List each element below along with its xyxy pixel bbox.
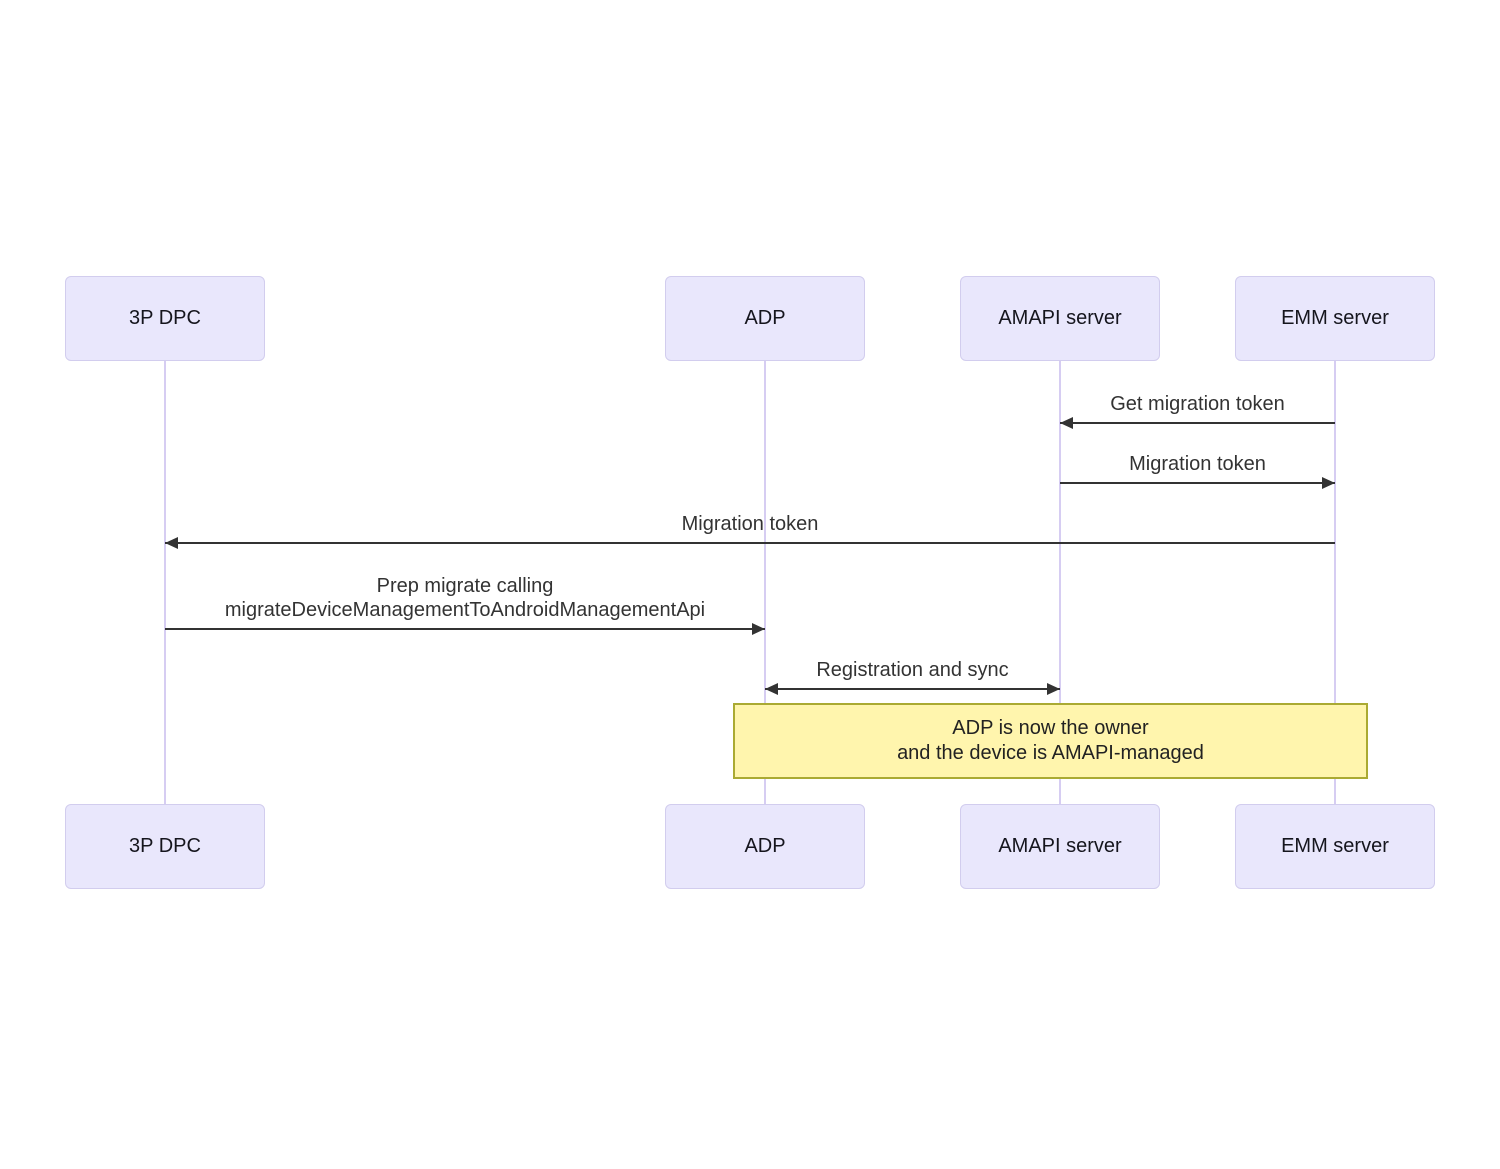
note-adp-owner: ADP is now the owner and the device is A…	[733, 703, 1368, 779]
message-prep-migrate-label: Prep migrate calling migrateDeviceManage…	[224, 575, 706, 621]
actor-label: 3P DPC	[129, 307, 201, 329]
lifeline-amapi-server	[1059, 361, 1061, 804]
actor-label: ADP	[744, 307, 786, 329]
actor-bottom-emm-server: EMM server	[1235, 804, 1435, 889]
lifeline-emm-server	[1334, 361, 1336, 804]
message-registration-sync-arrow	[765, 688, 1060, 690]
actor-bottom-amapi-server: AMAPI server	[960, 804, 1160, 889]
message-prep-migrate-arrow	[165, 628, 765, 630]
message-migration-token-to-emm-arrow	[1060, 482, 1335, 484]
arrowhead-left-icon	[165, 537, 178, 549]
actor-bottom-adp: ADP	[665, 804, 865, 889]
actor-label: EMM server	[1281, 835, 1389, 857]
lifeline-adp	[764, 361, 766, 804]
actor-label: AMAPI server	[998, 307, 1122, 329]
actor-label: 3P DPC	[129, 835, 201, 857]
message-migration-token-to-dpc-label: Migration token	[681, 513, 819, 535]
actor-top-3p-dpc: 3P DPC	[65, 276, 265, 361]
arrowhead-left-icon	[765, 683, 778, 695]
actor-top-emm-server: EMM server	[1235, 276, 1435, 361]
message-migration-token-to-dpc-arrow	[165, 542, 1335, 544]
arrowhead-right-icon	[752, 623, 765, 635]
lifeline-3p-dpc	[164, 361, 166, 804]
arrowhead-left-icon	[1060, 417, 1073, 429]
actor-top-adp: ADP	[665, 276, 865, 361]
actor-label: AMAPI server	[998, 835, 1122, 857]
arrowhead-right-icon	[1047, 683, 1060, 695]
message-get-migration-token-label: Get migration token	[1110, 393, 1285, 415]
message-registration-sync-label: Registration and sync	[816, 659, 1009, 681]
actor-bottom-3p-dpc: 3P DPC	[65, 804, 265, 889]
message-migration-token-to-emm-label: Migration token	[1129, 453, 1266, 475]
actor-top-amapi-server: AMAPI server	[960, 276, 1160, 361]
message-get-migration-token-arrow	[1060, 422, 1335, 424]
actor-label: EMM server	[1281, 307, 1389, 329]
arrowhead-right-icon	[1322, 477, 1335, 489]
actor-label: ADP	[744, 835, 786, 857]
